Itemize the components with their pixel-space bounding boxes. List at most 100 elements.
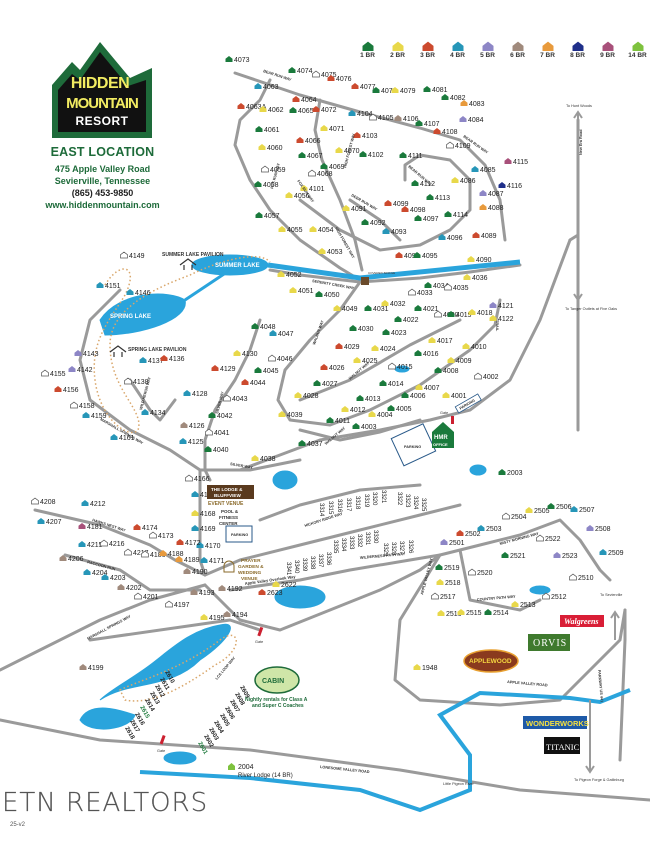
unit-4001[interactable]: 4001: [442, 392, 467, 400]
unit-4033[interactable]: 4033: [408, 288, 433, 297]
unit-4206[interactable]: 4206: [59, 555, 84, 563]
unit-4081[interactable]: 4081: [423, 86, 448, 94]
unit-4161[interactable]: 4161: [110, 434, 135, 442]
unit-2503[interactable]: 2503: [477, 525, 502, 533]
unit-4019[interactable]: 4019: [447, 311, 472, 319]
unit-4084[interactable]: 4084: [459, 116, 484, 124]
unit-4053[interactable]: 4053: [318, 248, 343, 256]
unit-4017[interactable]: 4017: [428, 337, 453, 345]
unit-4009[interactable]: 4009: [447, 357, 472, 365]
unit-4102[interactable]: 4102: [359, 151, 384, 159]
unit-4142[interactable]: 4142: [68, 366, 93, 374]
unit-2517[interactable]: 2517: [431, 592, 456, 601]
unit-2623[interactable]: 2623: [258, 589, 283, 597]
unit-4192[interactable]: 4192: [218, 585, 243, 593]
unit-2622[interactable]: 2622: [272, 581, 297, 589]
unit-2501[interactable]: 2501: [440, 539, 465, 547]
unit-4095[interactable]: 4095: [413, 252, 438, 260]
unit-2510[interactable]: 2510: [569, 573, 594, 582]
unit-2518[interactable]: 2518: [436, 579, 461, 587]
unit-4188[interactable]: 4188: [159, 550, 184, 558]
unit-4054[interactable]: 4054: [309, 226, 334, 234]
unit-4115[interactable]: 4115: [504, 158, 529, 166]
unit-4156[interactable]: 4156: [54, 386, 79, 394]
condo-3331[interactable]: 3331: [364, 532, 370, 546]
unit-4181[interactable]: 4181: [78, 523, 103, 531]
rv-resort-promo[interactable]: CABIN Nightly rentals for Class A and Su…: [245, 666, 308, 709]
main-parking[interactable]: PARKING: [390, 423, 437, 467]
unit-4174[interactable]: 4174: [133, 524, 158, 532]
unit-4004[interactable]: 4004: [368, 411, 393, 419]
unit-4166[interactable]: 4166: [185, 474, 210, 483]
unit-4050[interactable]: 4050: [315, 291, 340, 299]
unit-4045[interactable]: 4045: [254, 367, 279, 375]
unit-4116[interactable]: 4116: [498, 182, 523, 190]
unit-4155[interactable]: 4155: [41, 369, 66, 378]
unit-4066[interactable]: 4066: [296, 137, 321, 145]
unit-4109[interactable]: 4109: [446, 141, 471, 150]
unit-4047[interactable]: 4047: [269, 330, 294, 338]
unit-4062[interactable]: 4062: [259, 106, 284, 114]
condo-3319[interactable]: 3319: [363, 494, 369, 508]
unit-4122[interactable]: 4122: [489, 315, 514, 323]
lodge-parking[interactable]: PARKING: [225, 525, 253, 543]
unit-4014[interactable]: 4014: [379, 380, 404, 388]
unit-4143[interactable]: 4143: [74, 350, 99, 358]
condo-3336[interactable]: 3336: [325, 552, 331, 566]
unit-4064[interactable]: 4064: [292, 96, 317, 104]
unit-4101[interactable]: 4101: [300, 185, 325, 193]
unit-4114[interactable]: 4114: [444, 211, 469, 219]
unit-4204[interactable]: 4204: [83, 569, 108, 577]
unit-4195[interactable]: 4195: [200, 614, 225, 622]
unit-2504[interactable]: 2504: [502, 512, 527, 521]
unit-4039[interactable]: 4039: [278, 411, 303, 419]
condo-3339[interactable]: 3339: [301, 558, 307, 572]
unit-2506[interactable]: 2506: [547, 503, 572, 511]
unit-4059[interactable]: 4059: [261, 165, 286, 174]
unit-4060[interactable]: 4060: [258, 144, 283, 152]
condo-3335[interactable]: 3335: [332, 540, 338, 554]
condo-3340[interactable]: 3340: [293, 560, 299, 574]
unit-4071[interactable]: 4071: [320, 125, 345, 133]
unit-4003[interactable]: 4003: [352, 423, 377, 431]
unit-4112[interactable]: 4112: [411, 180, 436, 188]
unit-4049[interactable]: 4049: [333, 305, 358, 313]
unit-4079[interactable]: 4079: [391, 87, 416, 95]
unit-4065[interactable]: 4065: [289, 107, 314, 115]
unit-4005[interactable]: 4005: [387, 405, 412, 413]
unit-4149[interactable]: 4149: [120, 251, 145, 260]
unit-4052[interactable]: 4052: [277, 271, 302, 279]
unit-4040[interactable]: 4040: [204, 446, 229, 454]
condo-3326[interactable]: 3326: [407, 540, 413, 554]
unit-4061[interactable]: 4061: [255, 126, 280, 134]
unit-4023[interactable]: 4023: [382, 329, 407, 337]
unit-4057[interactable]: 4057: [255, 212, 280, 220]
unit-4128[interactable]: 4128: [183, 390, 208, 398]
unit-4169[interactable]: 4169: [191, 525, 216, 533]
unit-4092[interactable]: 4092: [361, 219, 386, 227]
unit-4189[interactable]: 4189: [175, 556, 200, 564]
unit-4008[interactable]: 4008: [434, 367, 459, 375]
unit-2520[interactable]: 2520: [468, 568, 493, 577]
unit-4082[interactable]: 4082: [441, 94, 466, 102]
unit-4027[interactable]: 4027: [313, 380, 338, 388]
unit-2513[interactable]: 2513: [511, 601, 536, 609]
unit-4073[interactable]: 4073: [225, 56, 250, 64]
unit-4098[interactable]: 4098: [401, 206, 426, 214]
unit-4058[interactable]: 4058: [254, 181, 279, 189]
unit-4055[interactable]: 4055: [278, 226, 303, 234]
unit-4031[interactable]: 4031: [364, 305, 389, 313]
unit-2003[interactable]: 2003: [498, 469, 523, 477]
unit-4108[interactable]: 4108: [433, 128, 458, 136]
unit-4151[interactable]: 4151: [96, 282, 121, 290]
unit-4013[interactable]: 4013: [356, 395, 381, 403]
phone-number[interactable]: (865) 453-9850: [71, 188, 134, 198]
unit-4104[interactable]: 4104: [348, 110, 373, 118]
unit-4022[interactable]: 4022: [394, 316, 419, 324]
unit-4041[interactable]: 4041: [205, 428, 230, 437]
unit-4096[interactable]: 4096: [438, 234, 463, 242]
unit-4171[interactable]: 4171: [200, 557, 225, 565]
unit-4137[interactable]: 4137: [139, 357, 164, 365]
condo-3315[interactable]: 3315: [327, 501, 333, 515]
condo-3322[interactable]: 3322: [396, 492, 402, 506]
